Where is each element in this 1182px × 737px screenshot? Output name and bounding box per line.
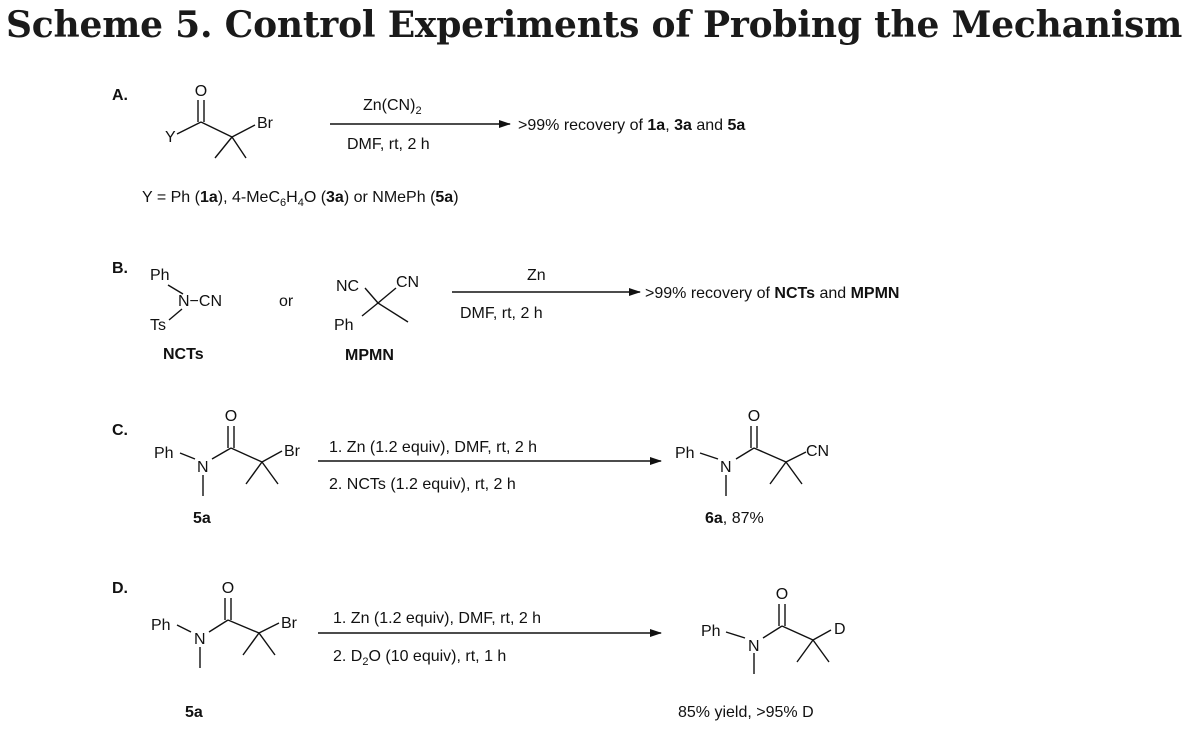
panel-b-or: or	[279, 293, 294, 310]
panel-a-atom-y: Y	[165, 129, 176, 146]
ncts-ts: Ts	[150, 317, 166, 334]
panel-d-sub-o: O	[222, 580, 234, 597]
panel-a-atom-o: O	[195, 83, 207, 100]
panel-c-sub-name: 5a	[193, 510, 211, 527]
panel-d-substrate-structure	[176, 598, 280, 668]
panel-d-step1: 1. Zn (1.2 equiv), DMF, rt, 2 h	[333, 610, 541, 627]
panel-c-sub-n: N	[197, 459, 209, 476]
panel-d-sub-n: N	[194, 631, 206, 648]
ncts-structure	[167, 284, 184, 321]
panel-c: C. Ph N O Br 5a 1. Zn (1.2 equiv), DMF, …	[112, 408, 829, 527]
mpmn-structure	[361, 287, 409, 323]
panel-b-result: >99% recovery of NCTs and MPMN	[645, 285, 899, 302]
panel-a-reagent-bottom: DMF, rt, 2 h	[347, 136, 430, 153]
panel-b-reagent-bottom: DMF, rt, 2 h	[460, 305, 543, 322]
panel-d: D. Ph N O Br 5a 1. Zn (1.2 equiv), DMF, …	[112, 580, 846, 721]
panel-c-substrate-structure	[179, 426, 283, 496]
panel-a-label: A.	[112, 87, 128, 104]
panel-d-sub-br: Br	[281, 615, 298, 632]
ncts-name: NCTs	[163, 346, 204, 363]
panel-c-prod-ph: Ph	[675, 445, 695, 462]
panel-d-sub-name: 5a	[185, 704, 203, 721]
ncts-ncn: N−CN	[178, 293, 222, 310]
mpmn-ph: Ph	[334, 317, 354, 334]
mpmn-nc: NC	[336, 278, 359, 295]
panel-b-reagent-top: Zn	[527, 267, 546, 284]
panel-a-substrate-structure	[176, 100, 256, 159]
panel-d-prod-n: N	[748, 638, 760, 655]
panel-c-prod-label: 6a, 87%	[705, 510, 764, 527]
mpmn-cn: CN	[396, 274, 419, 291]
panel-c-prod-n: N	[720, 459, 732, 476]
panel-a-result: >99% recovery of 1a, 3a and 5a	[518, 117, 745, 134]
panel-c-step1: 1. Zn (1.2 equiv), DMF, rt, 2 h	[329, 439, 537, 456]
panel-c-sub-br: Br	[284, 443, 301, 460]
reaction-scheme: A. O Y Br Zn(CN)2 DMF, rt, 2 h >99% reco…	[112, 83, 899, 721]
scheme-title: Scheme 5. Control Experiments of Probing…	[6, 4, 1182, 46]
panel-d-prod-o: O	[776, 586, 788, 603]
ncts-ph: Ph	[150, 267, 170, 284]
panel-d-step2: 2. D2O (10 equiv), rt, 1 h	[333, 648, 506, 668]
panel-b: B. Ph N−CN Ts NCTs or NC CN Ph MPMN Zn D…	[112, 260, 899, 364]
panel-c-product-structure	[699, 426, 807, 496]
panel-a: A. O Y Br Zn(CN)2 DMF, rt, 2 h >99% reco…	[112, 83, 745, 209]
panel-c-label: C.	[112, 422, 128, 439]
panel-c-sub-o: O	[225, 408, 237, 425]
panel-d-prod-d: D	[834, 621, 846, 638]
panel-b-label: B.	[112, 260, 128, 277]
panel-d-prod-ph: Ph	[701, 623, 721, 640]
panel-a-reagent-top: Zn(CN)2	[363, 97, 422, 117]
panel-d-sub-ph: Ph	[151, 617, 171, 634]
panel-d-prod-yield: 85% yield, >95% D	[678, 704, 814, 721]
panel-d-label: D.	[112, 580, 128, 597]
panel-a-substituent-note: Y = Ph (1a), 4-MeC6H4O (3a) or NMePh (5a…	[142, 189, 459, 209]
panel-c-step2: 2. NCTs (1.2 equiv), rt, 2 h	[329, 476, 516, 493]
panel-d-product-structure	[725, 604, 832, 674]
panel-a-atom-br: Br	[257, 115, 274, 132]
panel-c-prod-o: O	[748, 408, 760, 425]
panel-c-prod-cn: CN	[806, 443, 829, 460]
panel-c-sub-ph: Ph	[154, 445, 174, 462]
mpmn-name: MPMN	[345, 347, 394, 364]
